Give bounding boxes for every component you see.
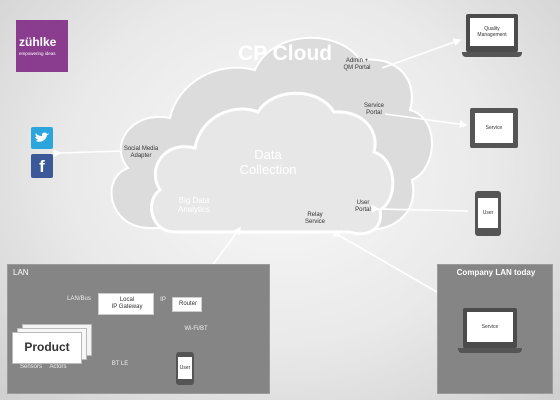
line-user-phone bbox=[371, 204, 469, 213]
zuhlke-logo: zühlke empowering ideas bbox=[16, 20, 68, 72]
router: Router bbox=[172, 297, 202, 312]
line-social bbox=[53, 149, 123, 158]
phone-user: User bbox=[475, 191, 501, 236]
label-service-portal: Service Portal bbox=[363, 103, 384, 116]
label-social-adapter: Social Media Adapter bbox=[123, 146, 159, 159]
company-laptop-label: Service bbox=[481, 324, 499, 330]
cloud-inner bbox=[150, 91, 395, 236]
facebook-icon[interactable]: f bbox=[31, 154, 53, 178]
twitter-icon[interactable] bbox=[31, 127, 53, 149]
company-lan-title: Company LAN today bbox=[456, 268, 536, 277]
quality-label: Quality Management bbox=[477, 26, 507, 38]
phone-label: User bbox=[482, 210, 494, 216]
label-big-data: Big Data Analytics bbox=[177, 196, 210, 215]
lan-user-phone: User bbox=[176, 352, 194, 385]
label-admin-portal: Admin + QM Portal bbox=[343, 58, 371, 71]
label-sensors: Sensors bbox=[19, 364, 42, 370]
logo-tagline: empowering ideas bbox=[19, 51, 56, 56]
laptop-quality: Quality Management bbox=[462, 14, 522, 60]
label-actors: Actors bbox=[49, 364, 67, 370]
line-quality bbox=[381, 38, 462, 69]
label-wifi-bt: Wi-Fi/BT bbox=[184, 326, 208, 332]
line-service-tablet bbox=[384, 113, 468, 129]
local-ip-gateway: Local IP Gateway bbox=[98, 293, 154, 315]
laptop-company-service: Service bbox=[458, 308, 522, 356]
label-ip: IP bbox=[160, 297, 166, 303]
product-label: Product bbox=[24, 340, 70, 354]
tablet-label: Service bbox=[485, 125, 503, 131]
label-user-portal: User Portal bbox=[355, 200, 371, 213]
tablet-service: Service bbox=[470, 108, 518, 148]
logo-name: zühlke bbox=[19, 35, 57, 49]
label-relay-service: Relay Service bbox=[304, 212, 325, 225]
label-bt-le: BT LE bbox=[111, 361, 129, 367]
inner-cloud-title: Data Collection bbox=[239, 147, 297, 177]
cloud-title: CP Cloud bbox=[238, 42, 333, 65]
product-stack: Product bbox=[12, 324, 92, 364]
label-lan-bus: LAN/Bus bbox=[67, 296, 91, 302]
lan-title: LAN bbox=[13, 268, 29, 277]
